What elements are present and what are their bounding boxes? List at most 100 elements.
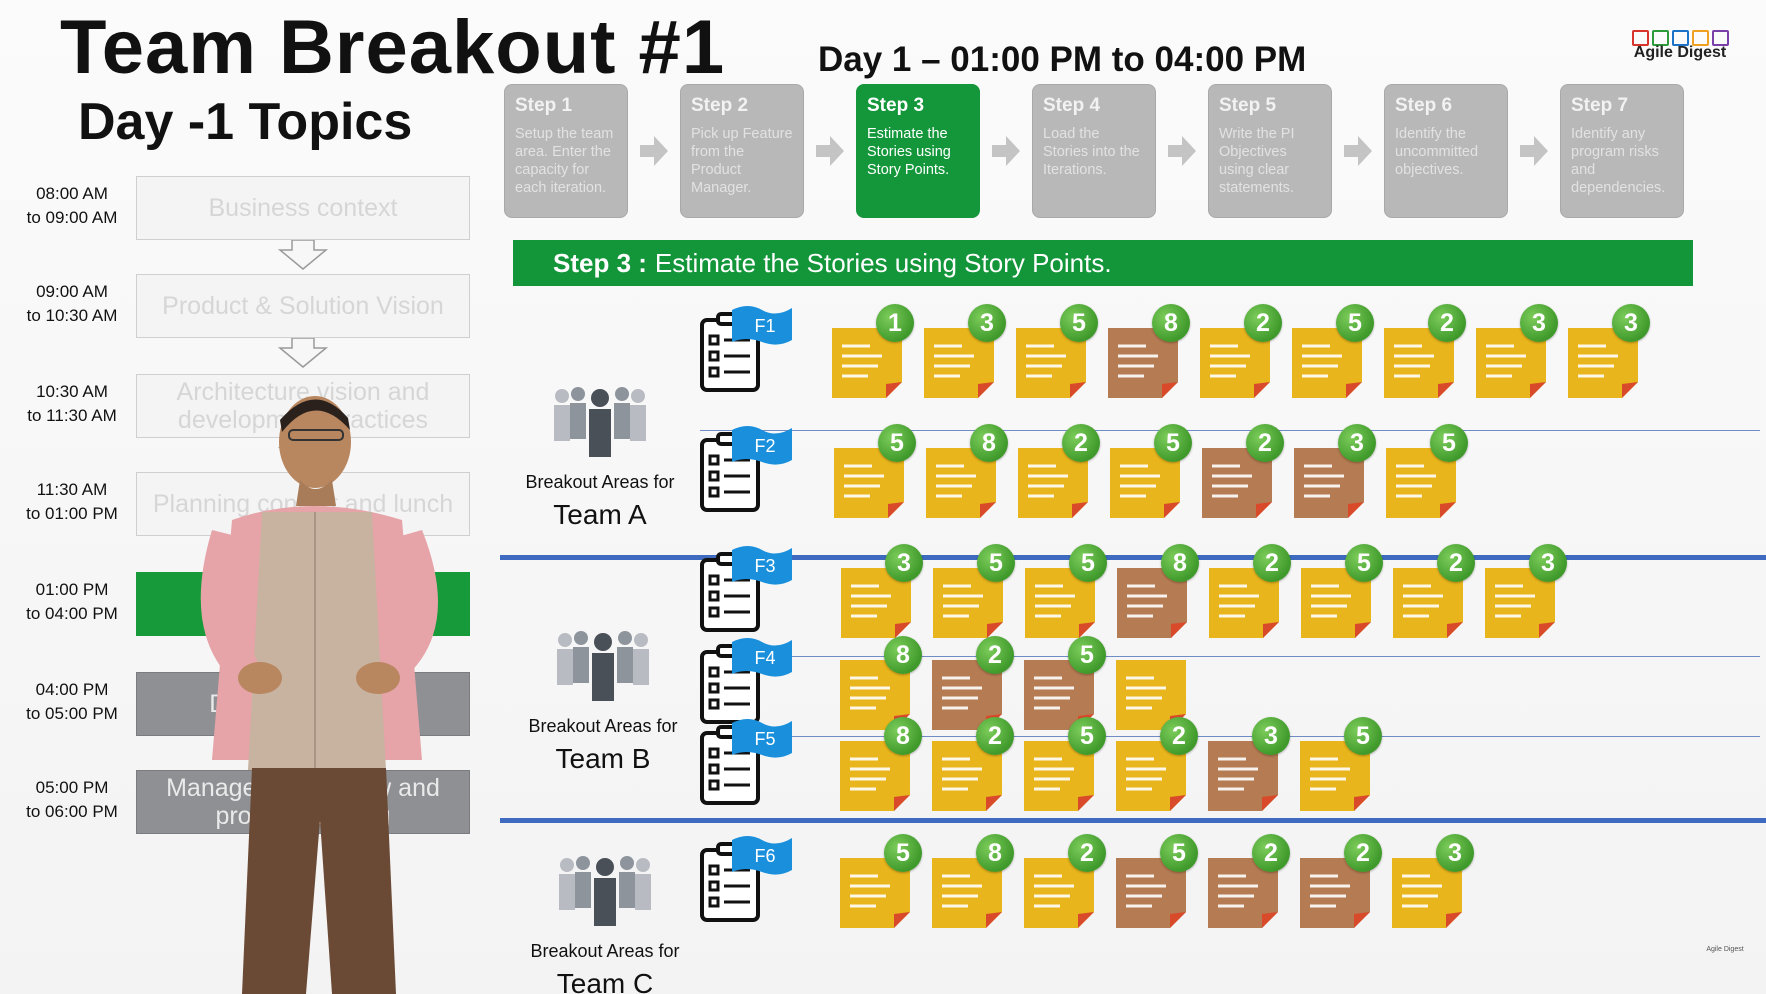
story-sticky-note [832,328,902,398]
story-points-badge: 3 [1529,544,1567,582]
step-description: Setup the team area. Enter the capacity … [515,126,614,196]
schedule-time-end: to 11:30 AM [27,406,117,425]
row-divider [700,656,1760,657]
story-points-badge: 3 [1612,304,1650,342]
step-description: Estimate the Stories using Story Points. [867,126,951,178]
schedule-time-end: to 09:00 AM [26,208,118,227]
story-sticky-note [1116,741,1186,811]
story-sticky-note [1209,568,1279,638]
story-sticky-note [1393,568,1463,638]
story-points-badge: 2 [1160,717,1198,755]
feature-label: F4 [754,648,776,668]
story-points-badge: 2 [1437,544,1475,582]
story-sticky-note [1117,568,1187,638]
team-divider [500,818,1766,823]
feature-label: F6 [754,846,776,866]
schedule-time: 09:00 AM to 10:30 AM [16,280,128,328]
right-arrow-icon [992,136,1020,166]
schedule-time-start: 11:30 AM [36,480,108,499]
story-sticky-note [841,568,911,638]
team-label-caption: Breakout Areas for [530,941,680,961]
schedule-topic-text: Product & Solution Vision [162,292,444,320]
step-title: Step 5 [1219,95,1277,116]
schedule-time-start: 10:30 AM [36,382,108,401]
story-points-badge: 8 [884,717,922,755]
team-name: Team B [555,743,651,774]
banner-step-text: Estimate the Stories using Story Points. [654,247,1112,278]
story-points-badge: 5 [1069,544,1107,582]
story-points-badge: 3 [885,544,923,582]
story-points-badge: 5 [878,424,916,462]
feature-label: F5 [754,729,776,749]
logo-text: Agile Digest [1633,44,1727,61]
team-label-caption: Breakout Areas for [525,472,675,492]
schedule-time-end: to 04:00 PM [26,604,118,623]
story-points-badge: 8 [970,424,1008,462]
story-points-badge: 5 [1060,304,1098,342]
team-divider [500,555,1766,560]
story-sticky-note [1108,328,1178,398]
schedule-time-start: 09:00 AM [36,282,108,301]
story-sticky-note [924,328,994,398]
story-points-badge: 8 [1152,304,1190,342]
right-arrow-icon [640,136,668,166]
story-sticky-note [1024,858,1094,928]
feature-checklist-icon [700,638,792,724]
story-points-badge: 2 [1244,304,1282,342]
feature-checklist-icon [700,546,792,632]
feature-label: F1 [754,316,776,336]
story-points-badge: 8 [976,834,1014,872]
story-sticky-note [932,858,1002,928]
down-arrow-icon [278,240,328,270]
slide-subtitle: Day 1 – 01:00 PM to 04:00 PM [818,40,1307,79]
agile-digest-logo: Agile Digest [1620,30,1740,62]
story-sticky-note [1016,328,1086,398]
story-points-badge: 2 [1428,304,1466,342]
feature-checklist-icon [700,306,792,392]
story-points-badge: 3 [1338,424,1376,462]
story-sticky-note [834,448,904,518]
story-points-badge: 5 [1345,544,1383,582]
story-sticky-note [1384,328,1454,398]
schedule-time-end: to 06:00 PM [26,802,118,821]
team-name: Team A [553,499,647,530]
schedule-topic: Product & Solution Vision [136,274,470,338]
story-points-badge: 5 [1344,717,1382,755]
story-points-badge: 2 [1068,834,1106,872]
team-label-caption: Breakout Areas for [528,716,678,736]
step-title: Step 2 [691,95,749,116]
story-sticky-note [1292,328,1362,398]
story-points-badge: 5 [1160,834,1198,872]
story-points-badge: 2 [1253,544,1291,582]
schedule-topic: Business context [136,176,470,240]
story-points-badge: 2 [1344,834,1382,872]
story-sticky-note [932,741,1002,811]
story-points-badge: 5 [1068,717,1106,755]
schedule-time-start: 08:00 AM [36,184,108,203]
schedule-time-end: to 10:30 AM [26,306,118,325]
schedule-time-start: 04:00 PM [35,680,109,699]
story-points-badge: 5 [977,544,1015,582]
presenter-image [200,396,438,994]
feature-label: F3 [754,556,776,576]
story-sticky-note [1208,741,1278,811]
story-sticky-note [1116,858,1186,928]
story-sticky-note [1386,448,1456,518]
topic-line: Product & Solution Vision [162,292,444,320]
right-arrow-icon [1520,136,1548,166]
story-points-badge: 5 [1068,636,1106,674]
story-sticky-note [1300,858,1370,928]
story-sticky-note [926,448,996,518]
story-sticky-note [1208,858,1278,928]
story-points-badge: 5 [1430,424,1468,462]
schedule-topic-text: Business context [209,194,398,222]
story-sticky-note [1300,741,1370,811]
story-sticky-note [1294,448,1364,518]
schedule-time-end: to 01:00 PM [26,504,118,523]
